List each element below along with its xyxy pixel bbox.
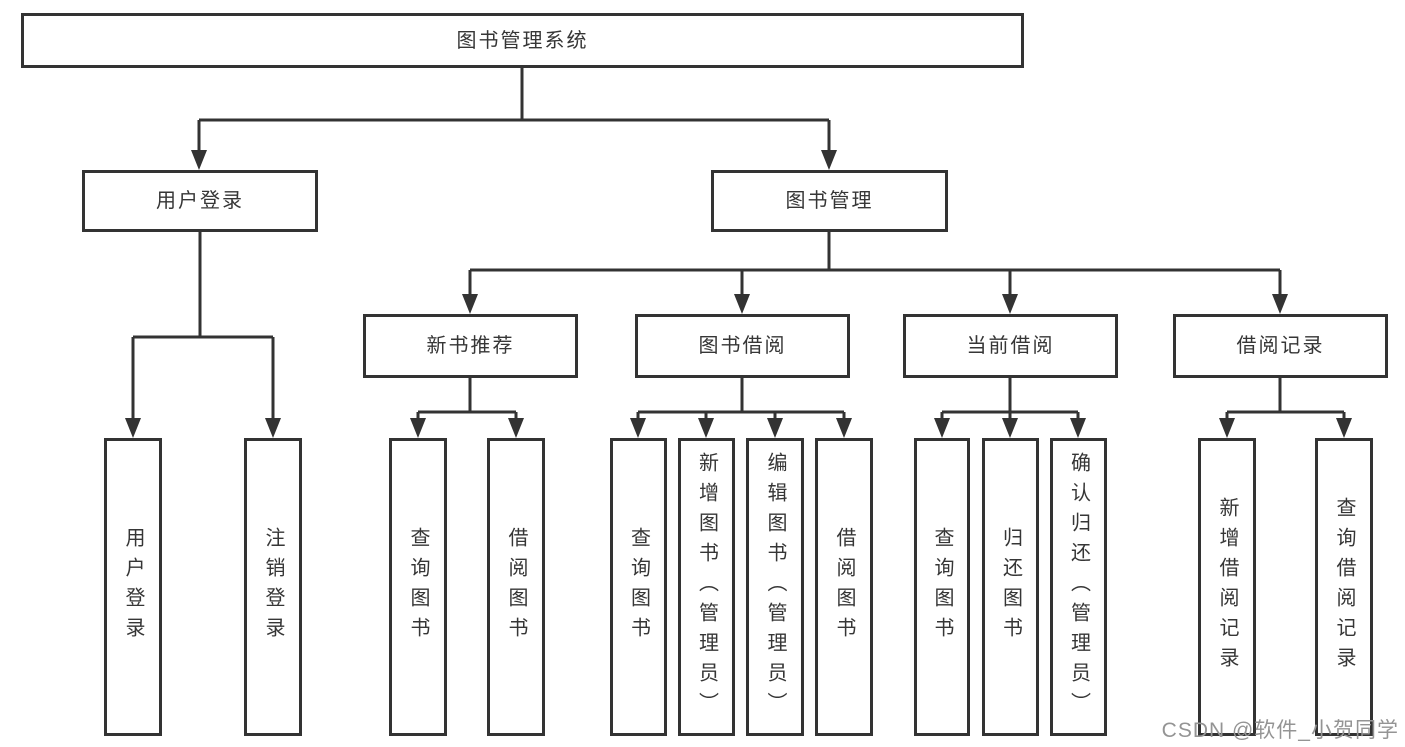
connector-new-book-split: [416, 378, 518, 424]
leaf-query-books: 查询图书: [610, 438, 667, 736]
leaf-edit-books-admin: 编辑图书（管理员）: [746, 438, 804, 736]
node-book-borrowing: 图书借阅: [635, 314, 850, 378]
leaf-borrow-books: 借阅图书: [815, 438, 873, 736]
node-borrow-records: 借阅记录: [1173, 314, 1388, 378]
leaf-user-login: 用户登录: [104, 438, 162, 736]
leaf-add-books-admin: 新增图书（管理员）: [678, 438, 735, 736]
connector-book-management-split: [468, 232, 1282, 298]
leaf-query-borrow-record: 查询借阅记录: [1315, 438, 1373, 736]
watermark: CSDN @软件_小贺同学: [1161, 719, 1399, 742]
connector-borrow-records-split: [1225, 378, 1346, 424]
leaf-confirm-return-admin: 确认归还（管理员）: [1050, 438, 1107, 736]
node-user-login: 用户登录: [82, 170, 318, 232]
arrowheads: [125, 150, 1352, 438]
connector-current-borrowing-split: [940, 378, 1080, 424]
connector-book-borrowing-split: [636, 378, 846, 424]
node-current-borrowing: 当前借阅: [903, 314, 1118, 378]
leaf-logout: 注销登录: [244, 438, 302, 736]
connector-root-split: [197, 68, 831, 154]
node-library-management-system: 图书管理系统: [21, 13, 1024, 68]
node-book-management: 图书管理: [711, 170, 948, 232]
leaf-query-books: 查询图书: [389, 438, 447, 736]
leaf-add-borrow-record: 新增借阅记录: [1198, 438, 1256, 736]
leaf-query-books: 查询图书: [914, 438, 970, 736]
leaf-borrow-books: 借阅图书: [487, 438, 545, 736]
node-new-book-recommend: 新书推荐: [363, 314, 578, 378]
leaf-return-books: 归还图书: [982, 438, 1039, 736]
connector-user-login-split: [131, 232, 275, 422]
